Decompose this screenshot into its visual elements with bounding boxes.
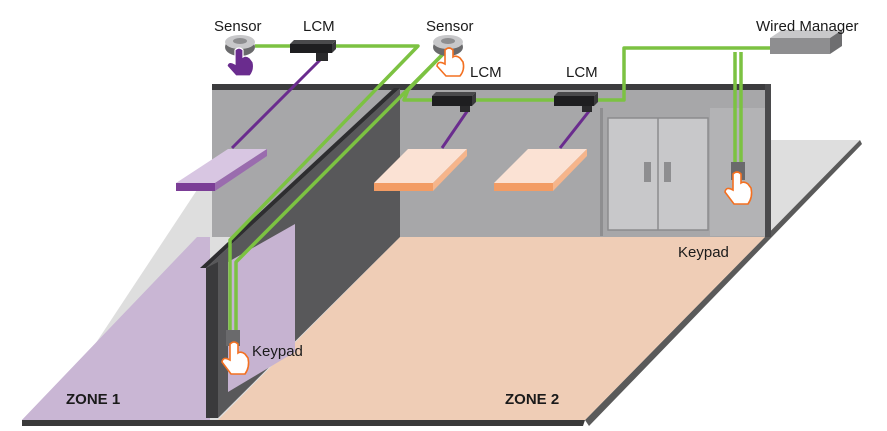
back-wall-right-side — [765, 84, 771, 237]
floor-edge — [22, 420, 585, 426]
label-sensor-left: Sensor — [214, 18, 262, 35]
light-fixture-zone1 — [176, 149, 267, 183]
wired-manager — [770, 30, 842, 54]
hand-icon-orange-keypad-right — [724, 171, 753, 205]
light-fixture-zone2-b — [494, 149, 587, 183]
zone1-floor-inner — [22, 255, 210, 420]
label-keypad-right: Keypad — [678, 244, 729, 261]
partition-wall-end — [206, 262, 218, 418]
label-zone-2: ZONE 2 — [505, 391, 559, 408]
lcm-left — [290, 40, 336, 61]
zone2-floor — [218, 237, 765, 420]
door-handle-right — [664, 162, 671, 182]
label-lcm-right: LCM — [566, 64, 598, 81]
label-lcm-center: LCM — [470, 64, 502, 81]
label-wired-manager: Wired Manager — [756, 18, 859, 35]
label-sensor-right: Sensor — [426, 18, 474, 35]
green-wiring — [228, 44, 770, 335]
wall-panel-divider — [600, 108, 603, 236]
hand-icon-orange-sensor — [436, 47, 465, 77]
door-handle-left — [644, 162, 651, 182]
light-fixture-zone2-a — [374, 149, 467, 183]
label-lcm-left: LCM — [303, 18, 335, 35]
sensor-left — [225, 35, 255, 56]
lcm-center — [432, 92, 476, 112]
floor-right-edge — [585, 140, 862, 426]
hand-icon-purple — [226, 47, 255, 77]
purple-wire-zone2-b — [558, 109, 592, 149]
label-keypad-left: Keypad — [252, 343, 303, 360]
partition-wall-top — [200, 88, 400, 268]
lcm-right — [554, 92, 598, 112]
zone1-doorway — [228, 224, 295, 392]
label-zone-1: ZONE 1 — [66, 391, 120, 408]
purple-wire-zone2-a — [440, 109, 470, 149]
sensor-right — [433, 35, 463, 56]
purple-wire-zone1 — [230, 58, 322, 150]
wall-top-edge — [212, 84, 768, 90]
hand-icon-orange-keypad-left — [221, 341, 250, 375]
